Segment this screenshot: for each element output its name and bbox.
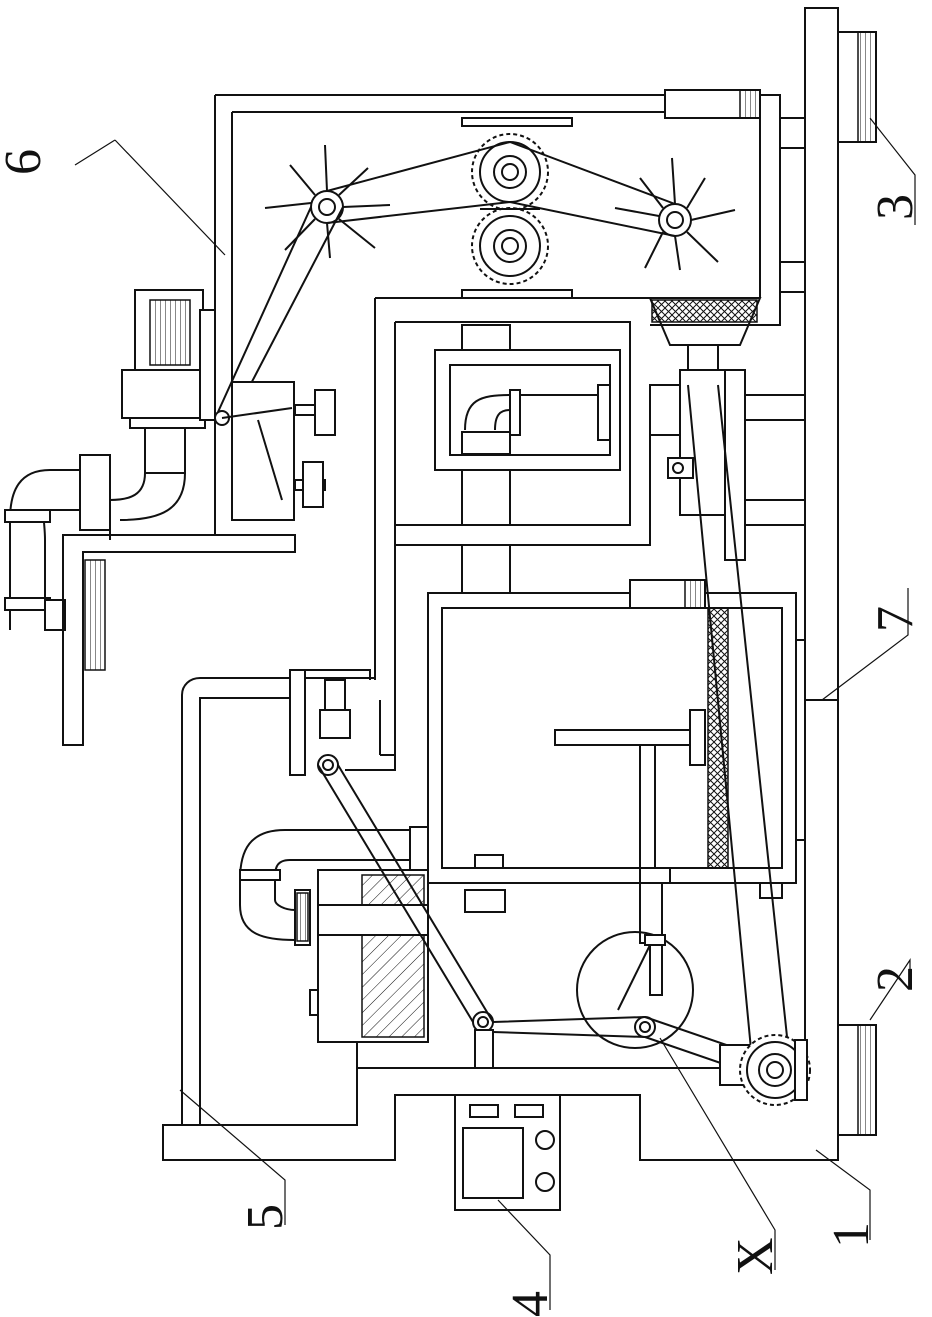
right-shaft-assembly	[650, 370, 805, 560]
crank-mechanism	[215, 382, 335, 520]
inlet-bracket	[63, 535, 295, 745]
gear-pair	[472, 134, 548, 284]
label-4: 4	[502, 1291, 559, 1317]
motor	[122, 290, 215, 428]
label-2: 2	[867, 966, 924, 992]
label-1: 1	[823, 1222, 880, 1248]
control-box	[455, 1095, 560, 1210]
foot-top-3	[838, 32, 876, 142]
left-rotor	[265, 145, 390, 258]
lower-chamber	[428, 580, 805, 943]
label-6: 6	[0, 149, 52, 175]
label-x: X	[727, 1237, 784, 1275]
drive-gear	[720, 1035, 810, 1105]
right-rotor	[615, 158, 735, 270]
label-3: 3	[867, 194, 924, 220]
foot-bottom-2	[838, 1025, 876, 1135]
label-5: 5	[237, 1204, 294, 1230]
label-7: 7	[867, 606, 924, 632]
filter-tank	[240, 827, 428, 1068]
